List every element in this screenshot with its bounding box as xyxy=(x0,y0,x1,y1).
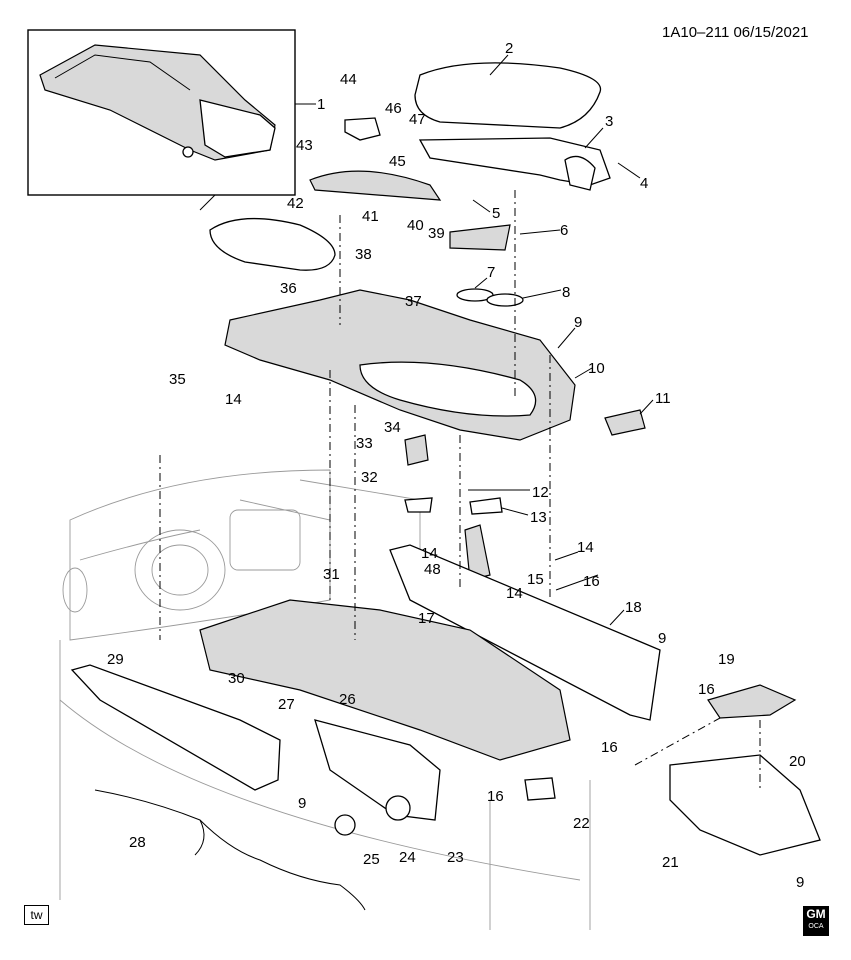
callout-5: 5 xyxy=(492,205,500,222)
callout-38: 38 xyxy=(355,246,372,263)
alignment-lines xyxy=(159,190,761,790)
callout-19: 19 xyxy=(718,651,735,668)
callout-8: 8 xyxy=(562,284,570,301)
callout-14b: 14 xyxy=(421,545,438,562)
callout-25: 25 xyxy=(363,851,380,868)
gm-logo-subtext: OCA xyxy=(808,923,824,930)
callout-16d: 16 xyxy=(487,788,504,805)
callout-14: 14 xyxy=(225,391,242,408)
tw-badge: tw xyxy=(24,905,49,925)
callout-2: 2 xyxy=(505,40,513,57)
callout-4: 4 xyxy=(640,175,648,192)
callout-7: 7 xyxy=(487,264,495,281)
callout-16: 16 xyxy=(583,573,600,590)
callout-39: 39 xyxy=(428,225,445,242)
callout-24: 24 xyxy=(399,849,416,866)
leader-lines xyxy=(199,54,654,626)
callout-15: 15 xyxy=(527,571,544,588)
callout-43: 43 xyxy=(296,137,313,154)
callout-40: 40 xyxy=(407,217,424,234)
callout-45: 45 xyxy=(389,153,406,170)
callout-26: 26 xyxy=(339,691,356,708)
callout-41: 41 xyxy=(362,208,379,225)
callout-34: 34 xyxy=(384,419,401,436)
callout-12: 12 xyxy=(532,484,549,501)
callout-3: 3 xyxy=(605,113,613,130)
callout-28: 28 xyxy=(129,834,146,851)
callout-17: 17 xyxy=(418,610,435,627)
callout-30: 30 xyxy=(228,670,245,687)
callout-1: 1 xyxy=(317,96,325,113)
callout-47: 47 xyxy=(409,111,426,128)
gm-logo-text: GM xyxy=(806,907,826,921)
callout-6: 6 xyxy=(560,222,568,239)
callout-37: 37 xyxy=(405,293,422,310)
callout-11: 11 xyxy=(655,390,671,407)
callout-35: 35 xyxy=(169,371,186,388)
callout-16c: 16 xyxy=(601,739,618,756)
tw-badge-label: tw xyxy=(30,908,43,922)
callout-14c: 14 xyxy=(577,539,594,556)
callout-23: 23 xyxy=(447,849,464,866)
callout-18: 18 xyxy=(625,599,642,616)
callout-22: 22 xyxy=(573,815,590,832)
callout-32: 32 xyxy=(361,469,378,486)
callout-9c: 9 xyxy=(298,795,306,812)
callout-33: 33 xyxy=(356,435,373,452)
exploded-parts xyxy=(70,62,821,911)
callout-21: 21 xyxy=(662,854,679,871)
callout-9b: 9 xyxy=(658,630,666,647)
callout-16b: 16 xyxy=(698,681,715,698)
callout-14d: 14 xyxy=(506,585,523,602)
gm-logo-icon: GM OCA xyxy=(803,906,829,936)
callout-27: 27 xyxy=(278,696,295,713)
diagram-reference: 1A10–211 06/15/2021 xyxy=(662,24,809,41)
callout-42: 42 xyxy=(287,195,304,212)
callout-48: 48 xyxy=(424,561,441,578)
callout-13: 13 xyxy=(530,509,547,526)
callout-46: 46 xyxy=(385,100,402,117)
callout-20: 20 xyxy=(789,753,806,770)
inset-box xyxy=(27,29,296,196)
callout-9: 9 xyxy=(574,314,582,331)
callout-29: 29 xyxy=(107,651,124,668)
callout-10: 10 xyxy=(588,360,605,377)
callout-9d: 9 xyxy=(796,874,804,891)
callout-labels: 1 2 3 4 5 6 7 8 9 10 11 12 13 14 15 16 1… xyxy=(107,40,806,891)
callout-31: 31 xyxy=(323,566,340,583)
callout-44: 44 xyxy=(340,71,357,88)
callout-36: 36 xyxy=(280,280,297,297)
